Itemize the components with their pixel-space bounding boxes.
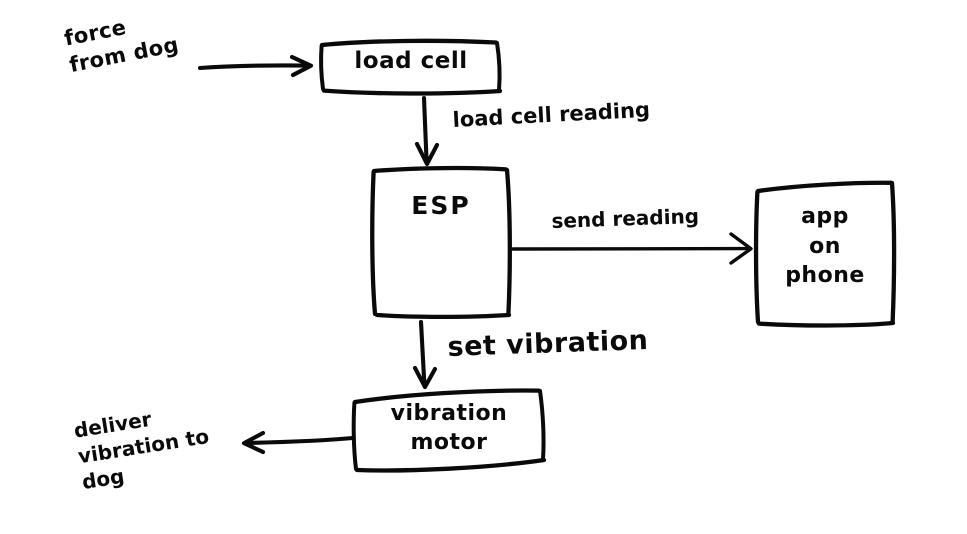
app-phone-box-outline <box>753 180 897 328</box>
load-cell-box-outline <box>319 38 503 96</box>
arrow-deliver-vibration <box>241 430 356 455</box>
esp-box-outline <box>370 165 512 320</box>
vibration-motor-box-outline <box>351 388 547 473</box>
edge-label-deliver-vibration: deliver vibration to dog <box>72 406 211 495</box>
arrow-load-cell-reading <box>414 95 440 167</box>
node-esp[interactable]: ESP <box>368 163 514 320</box>
arrow-force-from-dog <box>197 54 314 78</box>
edge-label-set-vibration: set vibration <box>447 324 649 363</box>
node-load-cell[interactable]: load cell <box>316 36 506 96</box>
edge-label-load-cell-reading: load cell reading <box>452 97 651 132</box>
arrow-set-vibration <box>412 319 438 390</box>
arrow-send-reading <box>511 232 753 265</box>
edge-label-force-from-dog: force from dog <box>62 15 181 78</box>
node-vibration-motor[interactable]: vibration motor <box>349 386 549 476</box>
edge-label-send-reading: send reading <box>551 203 700 233</box>
node-app-on-phone[interactable]: app on phone <box>751 178 899 329</box>
